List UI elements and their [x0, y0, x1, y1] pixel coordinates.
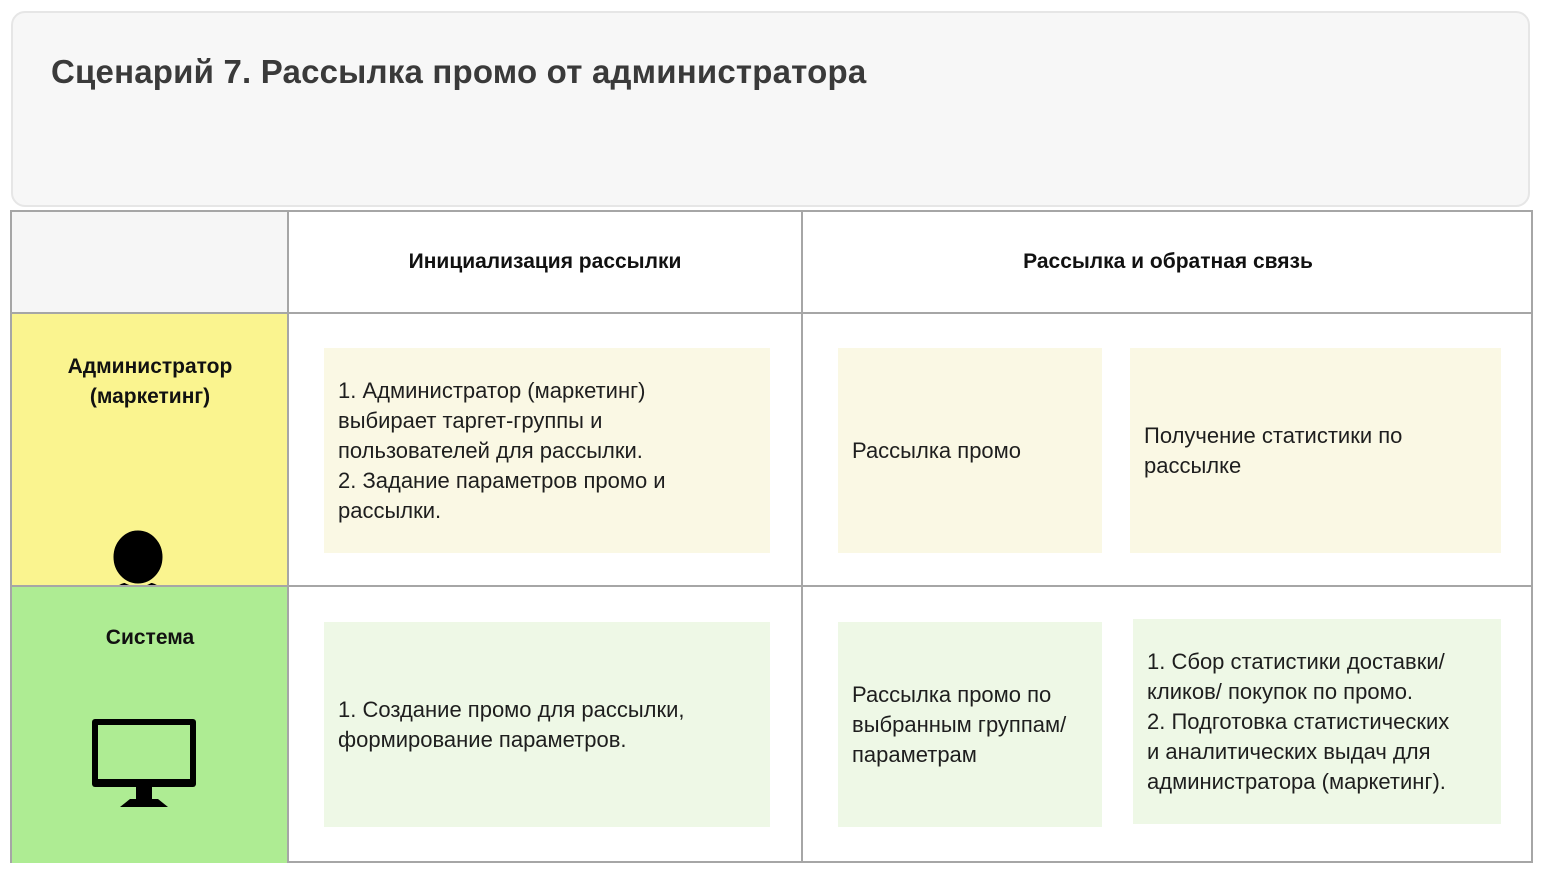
- scenario-title-card: Сценарий 7. Рассылка промо от администра…: [11, 11, 1530, 207]
- note-system-init: 1. Создание промо для рассылки, формиров…: [324, 622, 770, 827]
- note-admin-init: 1. Администратор (маркетинг) выбирает та…: [324, 348, 770, 553]
- column-header-delivery: Рассылка и обратная связь: [1023, 250, 1313, 273]
- note-system-stats: 1. Сбор статистики доставки/ кликов/ пок…: [1133, 619, 1501, 824]
- scenario-title: Сценарий 7. Рассылка промо от администра…: [51, 53, 867, 90]
- swimlane-board: Администратор (маркетинг) Система Инициа…: [10, 210, 1533, 863]
- note-system-send: Рассылка промо по выбранным группам/ пар…: [838, 622, 1102, 827]
- lane-admin-label: Администратор (маркетинг): [67, 355, 233, 408]
- grid-vline-1: [287, 212, 289, 863]
- note-admin-stats: Получение статистики по рассылке: [1130, 348, 1501, 553]
- lane-system-label: Система: [105, 626, 195, 649]
- grid-hline-2: [12, 585, 1533, 587]
- lane-admin-header: Администратор (маркетинг): [12, 314, 288, 623]
- column-header-init: Инициализация рассылки: [408, 250, 682, 273]
- grid-hline-1: [12, 312, 1533, 314]
- corner-cell: [12, 212, 288, 313]
- lane-system-header: Система: [12, 587, 288, 863]
- grid-vline-2: [801, 212, 803, 863]
- monitor-icon: [92, 719, 196, 807]
- note-admin-send: Рассылка промо: [838, 348, 1102, 553]
